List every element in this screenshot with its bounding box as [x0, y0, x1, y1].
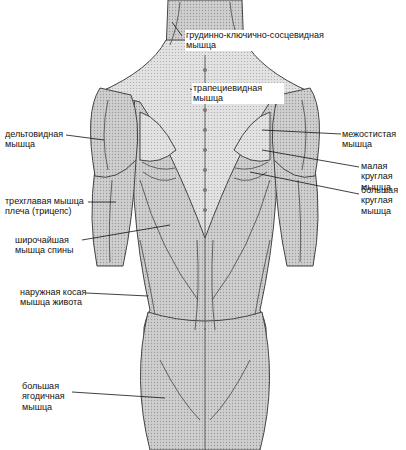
muscle-label: грудинно-ключично-сосцевидная мышца [185, 30, 352, 51]
muscle-label: широчайшая мышца спины [15, 235, 81, 256]
leader-lines [66, 22, 359, 398]
muscle-label: трапециевидная мышца [192, 83, 284, 104]
muscle-label: наружная косая мышца живота [20, 287, 100, 308]
muscle-label: межостистая мышца [342, 129, 404, 150]
muscle-label: большая ягодичная мышца [22, 381, 72, 412]
muscle-label: дельтовидная мышца [5, 129, 67, 150]
muscle-label: большая круглая мышца [361, 185, 404, 216]
muscle-label: трехглавая мышца плеча (трицепс) [5, 196, 89, 217]
